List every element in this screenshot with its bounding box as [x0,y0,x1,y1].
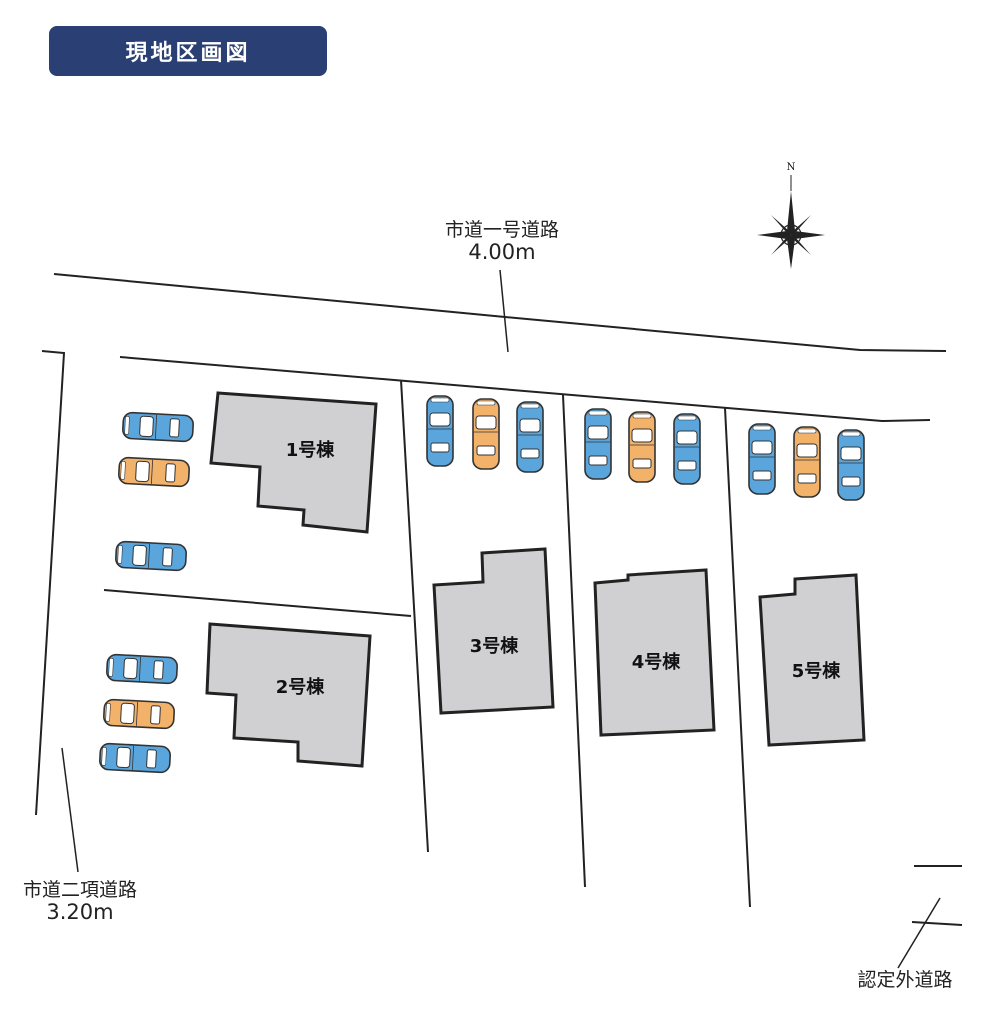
building-footprints [205,391,866,768]
lot-line-1-2 [103,589,412,617]
left-road-pointer [61,747,79,873]
car-icon [628,411,656,483]
building-label-4: 4号棟 [632,651,682,673]
corner-road-label: 認定外道路 [830,970,980,991]
compass-rose-icon: N [757,162,825,269]
corner-road-name: 認定外道路 [857,969,953,991]
car-icon [837,429,865,501]
left-road-width: 3.20m [46,899,114,924]
car-icon [105,653,179,685]
building-label-2: 2号棟 [276,676,326,698]
car-icon [472,398,500,470]
building-3-footprint [432,547,555,715]
car-icon [117,456,191,488]
lot-boundaries [103,356,931,908]
building-label-1: 1号棟 [286,439,336,461]
car-icon [584,408,612,480]
car-icon [673,413,701,485]
car-icon [98,742,172,774]
site-outline [119,356,931,423]
top-road-pointer [499,269,509,353]
car-icon [102,698,176,730]
top-road-name: 市道一号道路 [444,219,559,241]
top-road-edge [53,273,947,352]
building-label-5: 5号棟 [792,660,842,682]
car-icon [426,395,454,467]
left-road-label: 市道二項道路 3.20m [0,880,160,924]
top-road-width: 4.00m [468,239,536,264]
lot-line-12-3 [400,379,429,853]
car-icon [793,426,821,498]
building-labels: 1号棟 2号棟 3号棟 4号棟 5号棟 [276,439,842,698]
building-label-3: 3号棟 [470,635,520,657]
building-1-footprint [209,391,378,534]
compass-north-label: N [787,162,796,173]
corner-road-edge-lower [911,921,963,926]
building-5-footprint [758,573,866,747]
lot-line-3-4 [562,394,586,888]
page-title: 現地区画図 [49,26,327,76]
left-road-edge [35,350,66,816]
car-icon [516,401,544,473]
building-2-footprint [205,622,372,768]
corner-road-pointer [897,897,941,969]
lot-line-4-5 [724,407,751,908]
top-road-label: 市道一号道路 4.00m [412,220,592,264]
car-icon [121,411,195,443]
road-lines [35,269,963,969]
left-road-name: 市道二項道路 [22,879,137,901]
car-icon [748,423,776,495]
car-icon [114,540,188,572]
building-4-footprint [593,568,716,737]
